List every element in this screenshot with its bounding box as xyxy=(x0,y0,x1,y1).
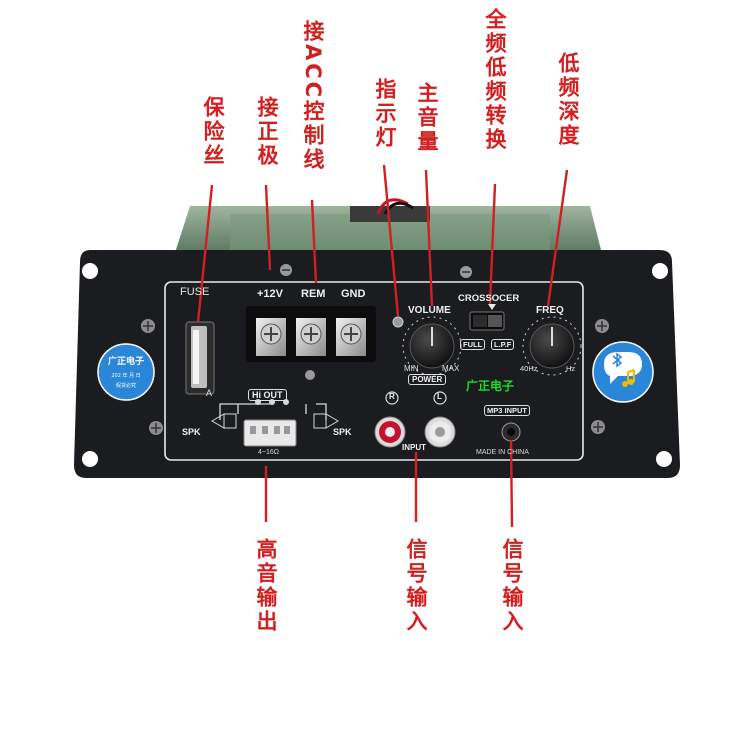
freq-knob[interactable] xyxy=(522,316,582,376)
screw xyxy=(595,319,609,333)
panel-label-spk-left: SPK xyxy=(182,427,201,437)
panel-label-power: POWER xyxy=(408,374,447,385)
panel-label-fuse: FUSE xyxy=(180,286,210,298)
panel-label-made-in-china: MADE IN CHINA xyxy=(476,449,529,456)
terminal-gnd[interactable] xyxy=(336,318,366,356)
panel-label-max: MAX xyxy=(442,364,460,373)
screw xyxy=(280,264,292,276)
panel-label-crossocer: CROSSOCER xyxy=(458,293,520,304)
panel-label-ohm: 4~16Ω xyxy=(258,449,279,456)
terminal-rem[interactable] xyxy=(296,318,326,356)
panel-label-hiout: Hi OUT xyxy=(248,389,287,401)
hi-out-connector xyxy=(243,419,297,447)
crossover-switch[interactable] xyxy=(469,304,505,331)
mp3-input-jack[interactable] xyxy=(501,422,521,442)
callout-volume: 主音量 xyxy=(415,82,439,154)
panel-label-l: L xyxy=(437,392,442,401)
fuse xyxy=(185,321,215,395)
callout-rca-input: 信号输入 xyxy=(404,538,428,634)
rca-input-left[interactable] xyxy=(424,416,456,448)
callout-mp3-input: 信号输入 xyxy=(500,538,524,634)
brand-sticker xyxy=(97,343,155,401)
sticker-date: 202 年 月 日 xyxy=(111,373,141,379)
terminal-12v[interactable] xyxy=(256,318,286,356)
screw xyxy=(141,319,155,333)
front-panel xyxy=(74,250,680,478)
panel-label-rem: REM xyxy=(301,288,326,300)
panel-label-40hz: 40Hz xyxy=(520,364,538,373)
sticker-warning: 假货必究 xyxy=(115,383,136,389)
callout-acc: 接ACC控制线 xyxy=(301,20,325,173)
callout-freq: 低频深度 xyxy=(556,52,580,148)
indicator-led xyxy=(392,316,404,328)
panel-label-spk-right: SPK xyxy=(333,427,352,437)
callout-crossover: 全频低频转换 xyxy=(483,8,507,152)
panel-label-12v: +12V xyxy=(257,288,283,300)
callout-positive: 接正极 xyxy=(255,96,279,168)
panel-label-volume: VOLUME xyxy=(408,305,451,316)
callout-fuse: 保险丝 xyxy=(201,96,225,168)
panel-label-fuse-a: A xyxy=(206,388,213,398)
screw xyxy=(305,370,315,380)
sticker-name: 广正电子 xyxy=(107,357,144,367)
panel-label-min: MIN xyxy=(404,364,419,373)
panel-brand-text: 广正电子 xyxy=(466,379,515,393)
screw xyxy=(460,266,472,278)
power-terminal-block xyxy=(246,306,376,362)
screw xyxy=(591,420,605,434)
panel-label-mp3: MP3 INPUT xyxy=(484,405,531,416)
panel-label-full: FULL xyxy=(460,339,486,350)
callout-lines xyxy=(196,164,569,528)
screw xyxy=(149,421,163,435)
panel-label-freq: FREQ xyxy=(536,305,564,316)
bluetooth-music-icon xyxy=(592,341,654,403)
hi-out-section xyxy=(211,399,339,447)
callout-indicator: 指示灯 xyxy=(373,78,397,150)
panel-label-r: R xyxy=(389,392,395,401)
panel-label-lpf: L.P.F xyxy=(491,339,515,350)
panel-label-gnd: GND xyxy=(341,288,366,300)
callout-hi-out: 高音输出 xyxy=(254,538,278,634)
panel-label-input: INPUT xyxy=(402,443,426,452)
rca-input-right[interactable] xyxy=(374,416,406,448)
panel-label-120hz: Hz xyxy=(566,364,576,373)
